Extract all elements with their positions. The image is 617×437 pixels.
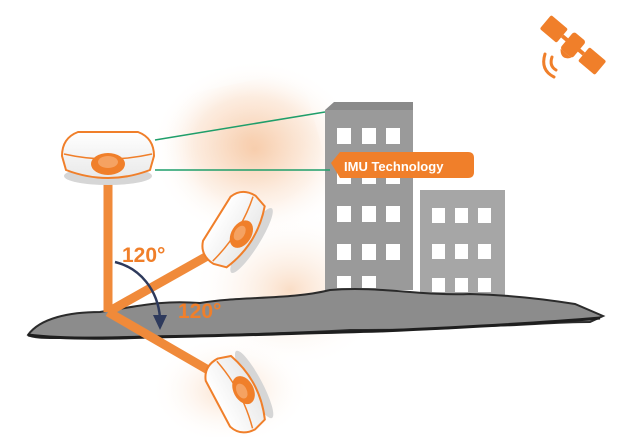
gnss-receiver-icon [201, 190, 273, 273]
sight-lines [154, 111, 330, 171]
gnss-receiver-icon [60, 131, 156, 185]
gnss-receiver-icon [204, 350, 274, 434]
imu-technology-text: IMU Technology [344, 159, 444, 174]
imu-technology-label: IMU Technology [331, 152, 474, 178]
survey-poles [103, 182, 225, 382]
rotation-arrow [114, 260, 167, 330]
angle-label-lower: 120° [178, 300, 221, 323]
satellite-icon [540, 15, 606, 75]
ground [26, 288, 606, 340]
angle-label-upper: 120° [122, 244, 165, 267]
satellite-signal-waves [542, 52, 558, 79]
building-short [420, 190, 505, 300]
building-tall [325, 102, 413, 290]
